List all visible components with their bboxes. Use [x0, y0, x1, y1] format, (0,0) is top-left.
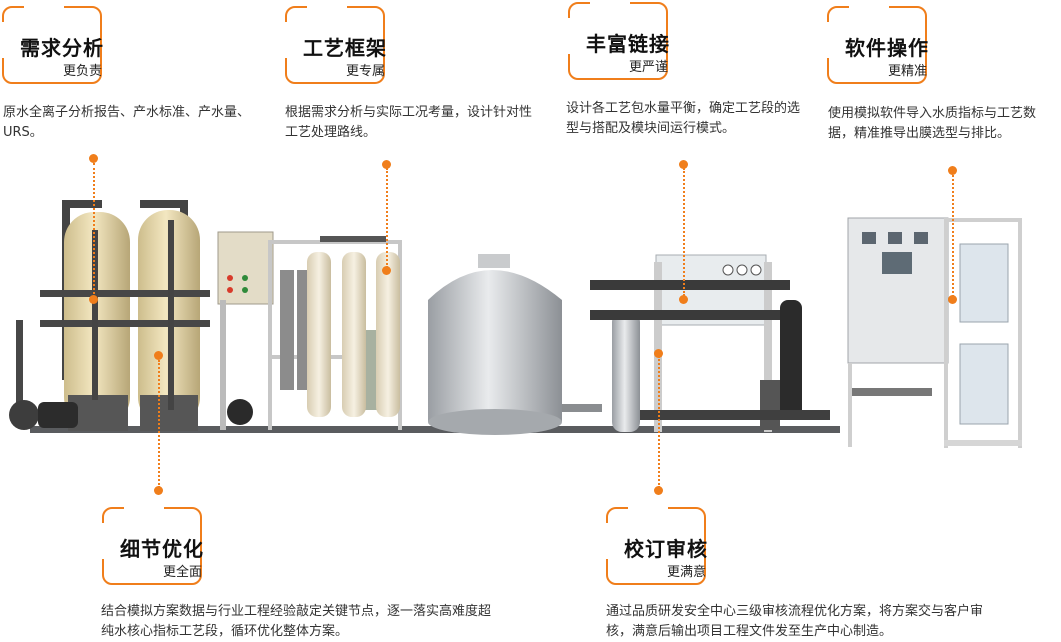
feature-card-requirements: 需求分析 更负责 — [1, 5, 104, 84]
connector-dot — [382, 160, 391, 169]
feature-card-review: 校订审核 更满意 — [605, 506, 708, 585]
feature-subtitle: 更满意 — [666, 565, 706, 580]
feature-card-rich-links: 丰富链接 更严谨 — [567, 1, 670, 80]
feature-title: 细节优化 — [120, 537, 204, 561]
feature-subtitle: 更全面 — [162, 565, 202, 580]
feature-title: 丰富链接 — [586, 32, 670, 56]
feature-subtitle: 更负责 — [62, 64, 102, 79]
cartridge-filters — [307, 236, 400, 417]
feature-subtitle: 更严谨 — [628, 60, 668, 75]
filter-tanks — [9, 200, 210, 431]
feature-description: 根据需求分析与实际工况考量，设计针对性工艺处理路线。 — [285, 105, 533, 140]
feature-description: 设计各工艺包水量平衡，确定工艺段的选型与搭配及模块间运行模式。 — [566, 101, 801, 136]
feature-card-process-framework: 工艺框架 更专属 — [284, 5, 387, 84]
edi-cabinet — [847, 217, 1022, 448]
feature-description: 原水全离子分析报告、产水标准、产水量、URS。 — [3, 105, 251, 140]
connector-dot — [948, 295, 957, 304]
connector-dot — [948, 166, 957, 175]
feature-title: 校订审核 — [624, 537, 708, 561]
connector-dot — [382, 266, 391, 275]
feature-description: 结合模拟方案数据与行业工程经验敲定关键节点，逐一落实高难度超纯水核心指标工艺段，… — [101, 604, 492, 639]
connector-dot — [679, 160, 688, 169]
connector-dot — [679, 295, 688, 304]
feature-subtitle: 更精准 — [887, 64, 927, 79]
ro-system — [590, 254, 830, 432]
feature-title: 软件操作 — [845, 36, 929, 60]
connector-line — [658, 356, 660, 488]
connector-line — [683, 168, 685, 296]
connector-dot — [654, 349, 663, 358]
feature-card-detail-optimization: 细节优化 更全面 — [101, 506, 204, 585]
connector-dot — [89, 295, 98, 304]
feature-description: 通过品质研发安全中心三级审核流程优化方案，将方案交与客户审核，满意后输出项目工程… — [606, 604, 984, 639]
connector-dot — [89, 154, 98, 163]
storage-tank — [428, 254, 602, 435]
feature-subtitle: 更专属 — [345, 64, 385, 79]
connector-line — [158, 360, 160, 488]
connector-dot — [154, 351, 163, 360]
feature-title: 工艺框架 — [303, 36, 387, 60]
connector-line — [93, 163, 95, 298]
connector-line — [386, 168, 388, 268]
connector-line — [952, 175, 954, 297]
connector-dot — [154, 486, 163, 495]
connector-dot — [654, 486, 663, 495]
feature-description: 使用模拟软件导入水质指标与工艺数据，精准推导出膜选型与排比。 — [828, 106, 1037, 141]
feature-title: 需求分析 — [20, 36, 104, 60]
feature-card-software: 软件操作 更精准 — [826, 5, 929, 84]
